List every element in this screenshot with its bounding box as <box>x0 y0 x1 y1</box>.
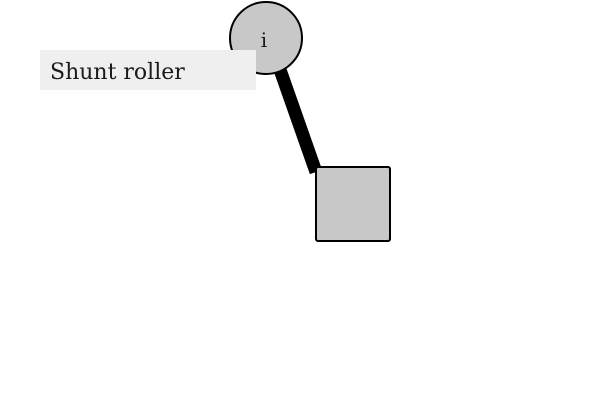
circle-node-label: i <box>261 28 267 52</box>
label-background <box>40 50 256 90</box>
diagram-label: Shunt roller <box>50 60 185 85</box>
connector-line <box>271 61 323 175</box>
square-node[interactable] <box>315 166 391 242</box>
